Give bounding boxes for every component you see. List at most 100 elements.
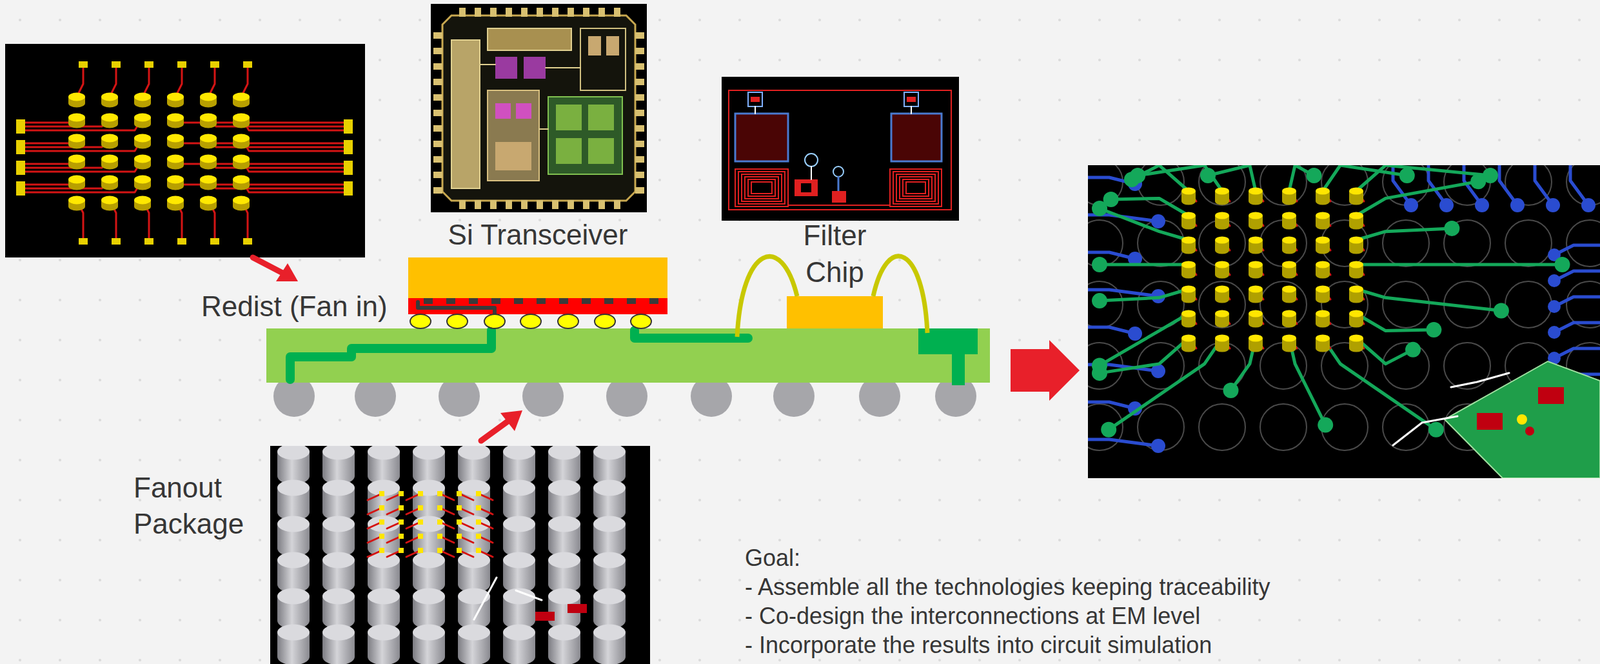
solder-ball bbox=[548, 552, 581, 569]
ball-outline bbox=[1566, 281, 1600, 328]
bond-wire bbox=[1392, 415, 1458, 445]
green-pad bbox=[1405, 341, 1421, 358]
edge-pad bbox=[16, 127, 26, 134]
filter-via bbox=[1516, 414, 1528, 425]
bump-pad bbox=[475, 504, 482, 511]
bump-pad bbox=[1282, 236, 1297, 244]
green-pad bbox=[1091, 292, 1108, 309]
redist-trace bbox=[109, 64, 117, 97]
io-pad bbox=[635, 109, 645, 117]
bump-pad bbox=[437, 504, 443, 511]
bump-pad bbox=[1248, 261, 1263, 269]
solder-ball bbox=[322, 624, 355, 641]
circuit-block bbox=[487, 28, 572, 51]
bump-pad bbox=[1315, 261, 1330, 269]
bump-pad bbox=[232, 113, 250, 122]
bond-wire bbox=[474, 577, 497, 620]
solder-ball bbox=[593, 552, 626, 569]
circuit-block bbox=[548, 96, 623, 175]
bump-pad bbox=[134, 134, 151, 143]
ball-outline bbox=[1505, 281, 1552, 328]
bump-pad bbox=[167, 154, 184, 164]
wire bbox=[539, 128, 549, 130]
pointer-arrows bbox=[252, 257, 1080, 441]
bump bbox=[557, 314, 579, 329]
circuit-block bbox=[588, 104, 614, 131]
redist-trace bbox=[20, 158, 77, 164]
blue-pad bbox=[1547, 299, 1561, 313]
chip-node: Si Transceiver bbox=[408, 217, 668, 315]
bump-pad bbox=[232, 175, 250, 184]
solder-ball bbox=[322, 552, 355, 569]
spiral-inductor bbox=[906, 181, 926, 194]
circuit-block bbox=[515, 103, 532, 119]
filter-die bbox=[786, 296, 883, 329]
bump-pad bbox=[232, 92, 250, 102]
io-pad bbox=[567, 7, 574, 17]
bump-pad bbox=[68, 196, 86, 205]
green-trace bbox=[1356, 165, 1491, 191]
via bbox=[804, 153, 818, 167]
substrate bbox=[266, 328, 990, 383]
green-trace bbox=[1356, 263, 1563, 267]
io-pad bbox=[433, 109, 443, 117]
bump-pad bbox=[101, 134, 119, 143]
die-pad bbox=[491, 297, 501, 304]
circuit-block bbox=[555, 104, 582, 131]
solder-ball bbox=[457, 515, 491, 533]
io-pad bbox=[474, 199, 482, 209]
circuit-block bbox=[451, 39, 480, 189]
bump-pad bbox=[417, 490, 424, 496]
solder-ball bbox=[412, 552, 445, 569]
edge-pad bbox=[16, 188, 26, 196]
bump-pad bbox=[475, 519, 482, 525]
blue-pad bbox=[1545, 197, 1561, 213]
io-pad bbox=[433, 32, 443, 39]
bump-pad bbox=[379, 519, 385, 525]
bump-pad bbox=[101, 92, 119, 102]
edge-pad bbox=[343, 168, 353, 175]
green-trace bbox=[1137, 165, 1223, 191]
solder-ball bbox=[367, 445, 400, 460]
edge-pad bbox=[111, 237, 121, 245]
bump-pad bbox=[1181, 187, 1196, 195]
io-pad bbox=[459, 7, 466, 17]
solder-ball bbox=[548, 479, 581, 496]
goal-item: - Incorporate the results into circuit s… bbox=[744, 630, 1212, 660]
bump-pad bbox=[437, 490, 443, 496]
bump-pad bbox=[1315, 187, 1330, 195]
bump-pad bbox=[1248, 212, 1263, 220]
io-pad bbox=[536, 199, 544, 209]
blue-pad bbox=[1510, 197, 1525, 213]
green-pad bbox=[1091, 256, 1108, 273]
filter-pad bbox=[535, 611, 555, 621]
solder-ball bbox=[412, 624, 445, 641]
capacitor bbox=[891, 113, 942, 162]
solder-ball bbox=[503, 552, 536, 569]
green-pad bbox=[1493, 303, 1510, 319]
bump-pad bbox=[101, 196, 119, 205]
chip-node: Filter Chip bbox=[786, 216, 883, 329]
circuit-block bbox=[606, 36, 620, 56]
bump-pad bbox=[456, 519, 462, 525]
bump-pad bbox=[398, 519, 404, 525]
ball-outline bbox=[1382, 403, 1430, 451]
redist-trace bbox=[175, 64, 182, 97]
pointer-arrow bbox=[500, 410, 523, 431]
green-pad bbox=[1091, 365, 1108, 381]
bump-pad bbox=[1315, 334, 1330, 342]
bump-pad bbox=[1349, 212, 1364, 220]
blue-trace bbox=[1554, 245, 1600, 255]
die-pad bbox=[423, 297, 433, 304]
ball-outline bbox=[1198, 281, 1246, 328]
io-pad bbox=[635, 94, 645, 101]
blue-pad bbox=[1439, 197, 1454, 213]
ball-outline bbox=[1505, 219, 1552, 267]
package-cross-section bbox=[266, 256, 990, 417]
solder-ball bbox=[412, 445, 445, 460]
bump-pad bbox=[417, 547, 424, 553]
blue-pad bbox=[1127, 326, 1143, 341]
bump-pad bbox=[437, 533, 443, 539]
green-trace bbox=[1356, 337, 1413, 364]
green-pad bbox=[1399, 167, 1415, 184]
